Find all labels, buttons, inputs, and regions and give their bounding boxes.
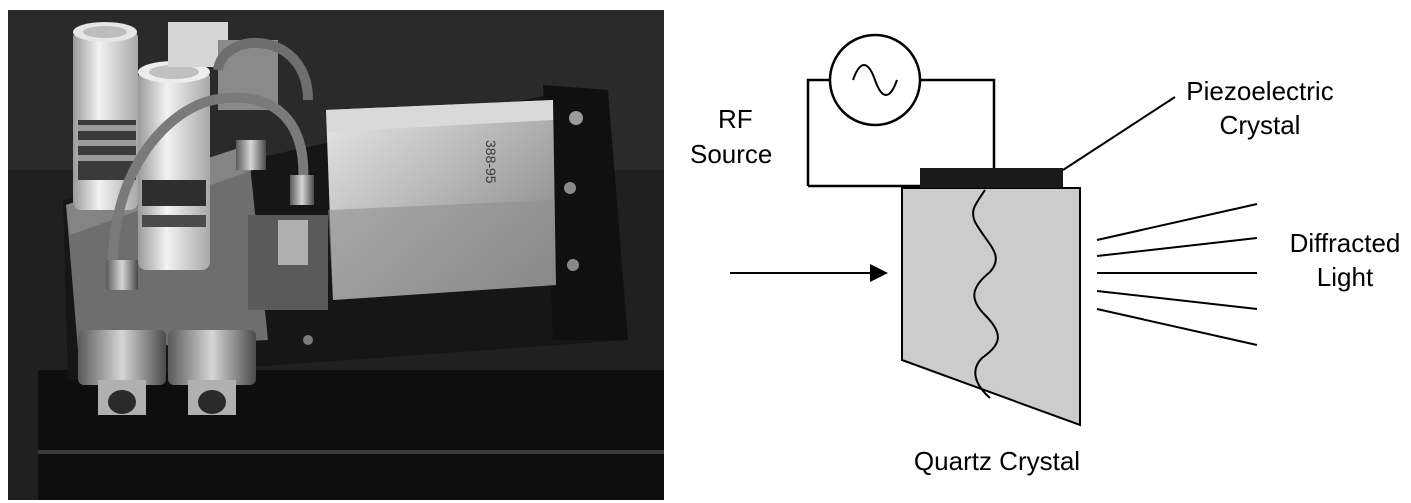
piezoelectric-crystal	[920, 168, 1063, 188]
quartz-crystal	[901, 187, 1081, 427]
device-photo: 388-95	[8, 10, 664, 500]
svg-text:388-95: 388-95	[483, 140, 499, 184]
diffracted-label-1: Diffracted	[1290, 228, 1401, 258]
rf-circuit-wire-right	[920, 78, 996, 168]
rf-circuit-wire	[806, 78, 830, 186]
acoustic-wave	[972, 189, 999, 399]
piezo-leader-line	[1062, 96, 1176, 171]
diffracted-label-2: Light	[1317, 262, 1374, 292]
piezo-label-1: Piezoelectric	[1186, 76, 1333, 106]
incident-arrow-icon	[730, 264, 888, 282]
piezo-label-2: Crystal	[1220, 110, 1301, 140]
ac-source-icon	[828, 33, 922, 127]
aom-diagram: RF Source Piezoelectric Crystal Diffract…	[690, 33, 1401, 476]
diffracted-rays	[1096, 203, 1258, 346]
rf-source-label-1: RF	[718, 104, 753, 134]
rf-source-label-2: Source	[690, 139, 772, 169]
quartz-crystal-label: Quartz Crystal	[914, 446, 1080, 476]
